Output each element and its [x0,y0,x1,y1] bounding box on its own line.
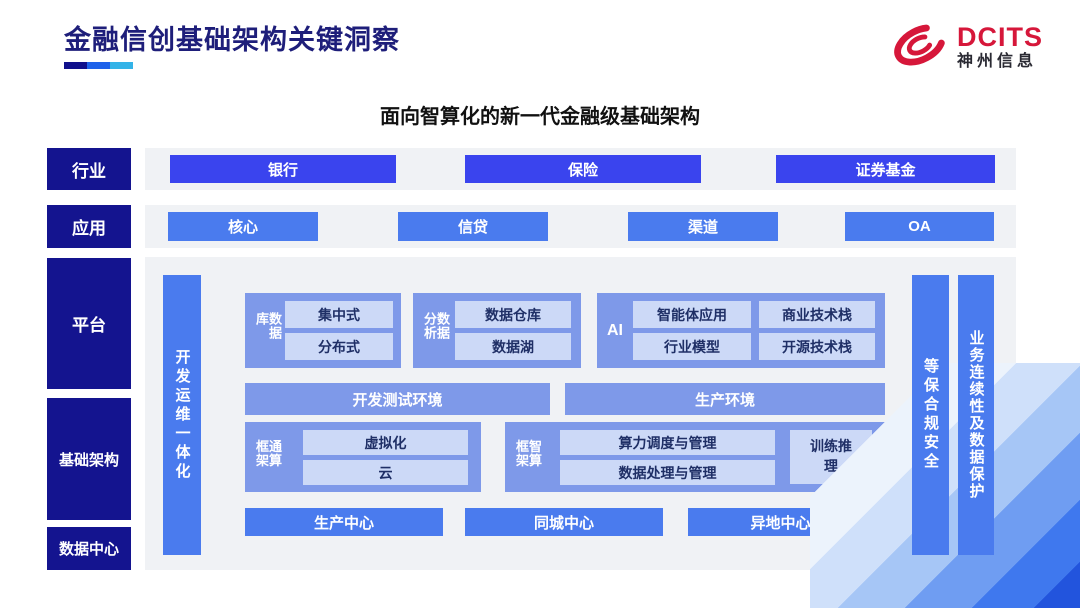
app-credit: 信贷 [398,212,548,241]
ai-commercial-stack: 商业技术栈 [759,301,875,328]
analytics-lake: 数据湖 [455,333,571,360]
industry-insurance: 保险 [465,155,701,183]
center-production: 生产中心 [245,508,443,536]
dcits-swirl-icon [891,16,949,79]
industry-bank: 银行 [170,155,396,183]
devops-bar: 开发运维一体化 [163,275,201,555]
sidebar-label-infrastructure: 基础架构 [47,398,131,520]
db-distributed: 分布式 [285,333,393,360]
fw-data-processing: 数据处理与管理 [560,460,775,485]
page-title: 金融信创基础架构关键洞察 [64,25,400,55]
app-channel: 渠道 [628,212,778,241]
db-centralized: 集中式 [285,301,393,328]
industry-securities-funds: 证券基金 [776,155,995,183]
ai-opensource-stack: 开源技术栈 [759,333,875,360]
security-compliance-bar: 等保合规安全 [912,275,949,555]
app-oa: OA [845,212,994,241]
logo: DCITS 神州信息 [891,12,1061,82]
group-ai-label: AI [607,321,623,339]
group-ai-compute-label: 智算框架 [514,439,542,468]
sidebar-label-platform: 平台 [47,258,131,389]
analytics-warehouse: 数据仓库 [455,301,571,328]
ai-industry-models: 行业模型 [633,333,751,360]
group-general-compute-label: 通算框架 [254,439,282,468]
fw-compute-scheduling: 算力调度与管理 [560,430,775,455]
group-database: 数据库 集中式 分布式 [245,293,401,368]
group-ai: AI 智能体应用 商业技术栈 行业模型 开源技术栈 [597,293,885,368]
center-same-city: 同城中心 [465,508,663,536]
diagram-subtitle: 面向智算化的新一代金融级基础架构 [380,106,700,128]
business-continuity-bar: 业务连续性及数据保护 [958,275,994,555]
sidebar-label-industry: 行业 [47,148,131,190]
logo-company: 神州信息 [957,53,1038,71]
env-dev-test: 开发测试环境 [245,383,550,415]
group-general-compute: 通算框架 虚拟化 云 [245,422,481,492]
sidebar-label-datacenter: 数据中心 [47,527,131,570]
ai-agent-apps: 智能体应用 [633,301,751,328]
title-underline [64,62,133,69]
logo-brand: DCITS [957,22,1043,53]
sidebar-label-application: 应用 [47,205,131,248]
group-analytics: 数据分析 数据仓库 数据湖 [413,293,581,368]
fw-cloud: 云 [303,460,468,485]
group-analytics-label: 数据分析 [422,311,450,340]
group-database-label: 数据库 [254,311,282,340]
app-core: 核心 [168,212,318,241]
fw-virtualization: 虚拟化 [303,430,468,455]
